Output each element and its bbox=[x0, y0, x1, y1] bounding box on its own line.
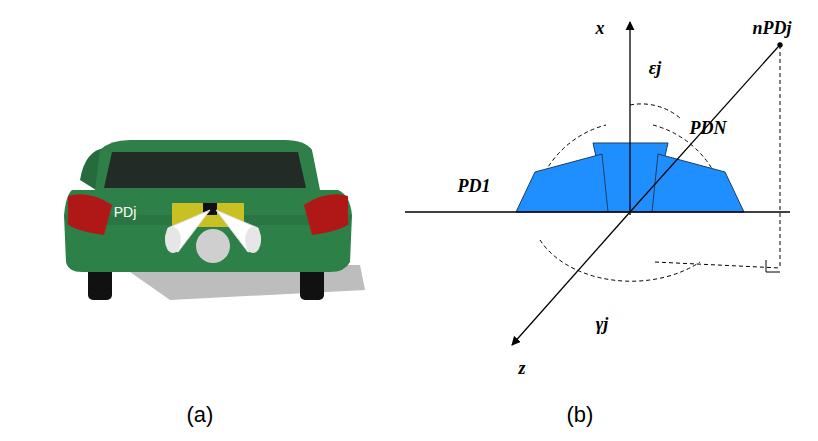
photodetector-label: PD1 bbox=[458, 177, 491, 195]
photodetector-label: PDj bbox=[114, 205, 137, 219]
panel-caption: (b) bbox=[567, 404, 594, 426]
axis-label: x bbox=[596, 19, 605, 37]
angle-label: γj bbox=[596, 315, 609, 333]
panel-caption: (a) bbox=[187, 404, 214, 426]
angle-label: εj bbox=[649, 59, 661, 77]
axes bbox=[405, 22, 790, 345]
car bbox=[64, 140, 365, 300]
axis-label: z bbox=[518, 359, 525, 377]
photodetector-label: PDN bbox=[690, 119, 727, 137]
normal-vector-label: nPDj bbox=[752, 19, 791, 37]
